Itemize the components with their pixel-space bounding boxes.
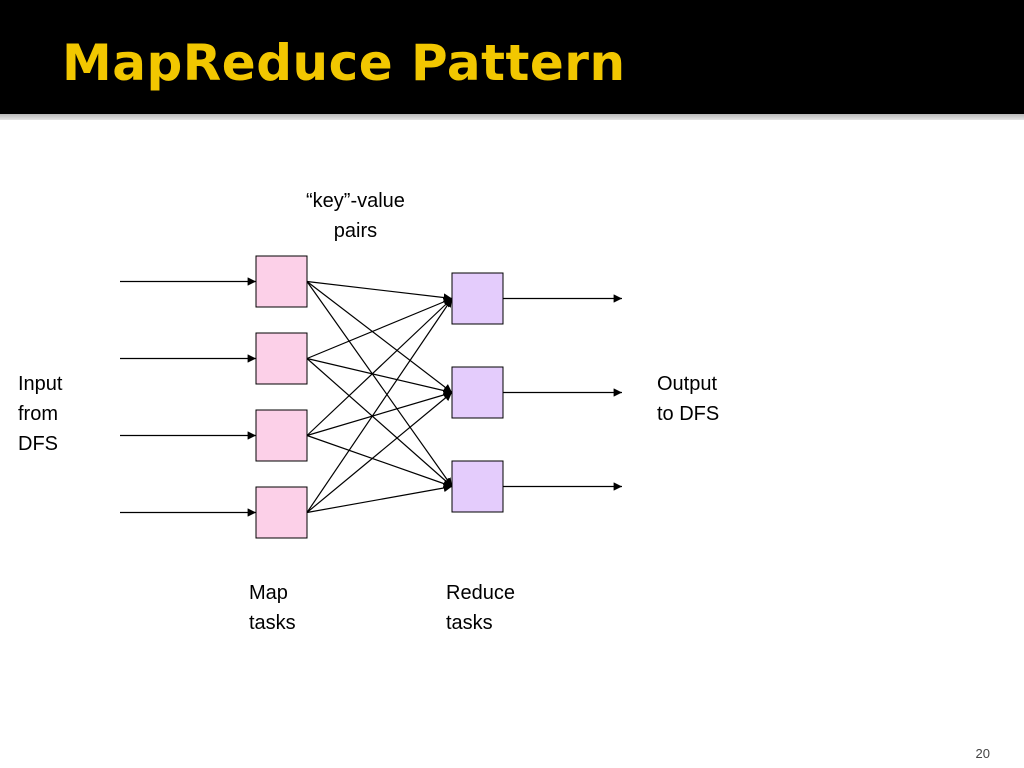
shuffle-arrow-m1-r1 — [306, 280, 453, 302]
map-task-box-3 — [255, 409, 308, 462]
shuffle-arrow-m4-r2 — [306, 392, 453, 513]
reduce-task-box-3 — [451, 460, 504, 513]
shuffle-arrow-m3-r3 — [306, 434, 453, 488]
map-task-box-4 — [255, 486, 308, 539]
reduce-task-box-2 — [451, 366, 504, 419]
key-value-pairs-label: “key”-value pairs — [306, 190, 405, 242]
slide-title: MapReduce Pattern — [62, 34, 626, 92]
reduce-tasks-label: Reduce tasks — [446, 582, 515, 634]
title-bar — [0, 0, 1024, 114]
output-to-dfs-label: Output to DFS — [657, 373, 720, 425]
shuffle-arrow-m2-r1 — [306, 297, 453, 360]
input-from-dfs-label: Input from DFS — [18, 373, 63, 455]
shuffle-arrow-m4-r3 — [306, 483, 453, 514]
shuffle-arrow-m3-r2 — [306, 390, 453, 437]
map-task-box-2 — [255, 332, 308, 385]
slide-number: 20 — [975, 746, 990, 761]
map-task-box-1 — [255, 255, 308, 308]
shuffle-arrow-m2-r2 — [306, 357, 453, 395]
shuffle-arrow-m4-r1 — [306, 298, 453, 513]
title-divider — [0, 114, 1024, 120]
shuffle-arrow-m3-r1 — [306, 298, 453, 436]
reduce-task-box-1 — [451, 272, 504, 325]
map-tasks-label: Map tasks — [249, 582, 296, 634]
shuffle-arrow-m1-r2 — [306, 281, 453, 393]
shuffle-arrow-m1-r3 — [306, 281, 453, 487]
shuffle-arrow-m2-r3 — [306, 358, 453, 487]
